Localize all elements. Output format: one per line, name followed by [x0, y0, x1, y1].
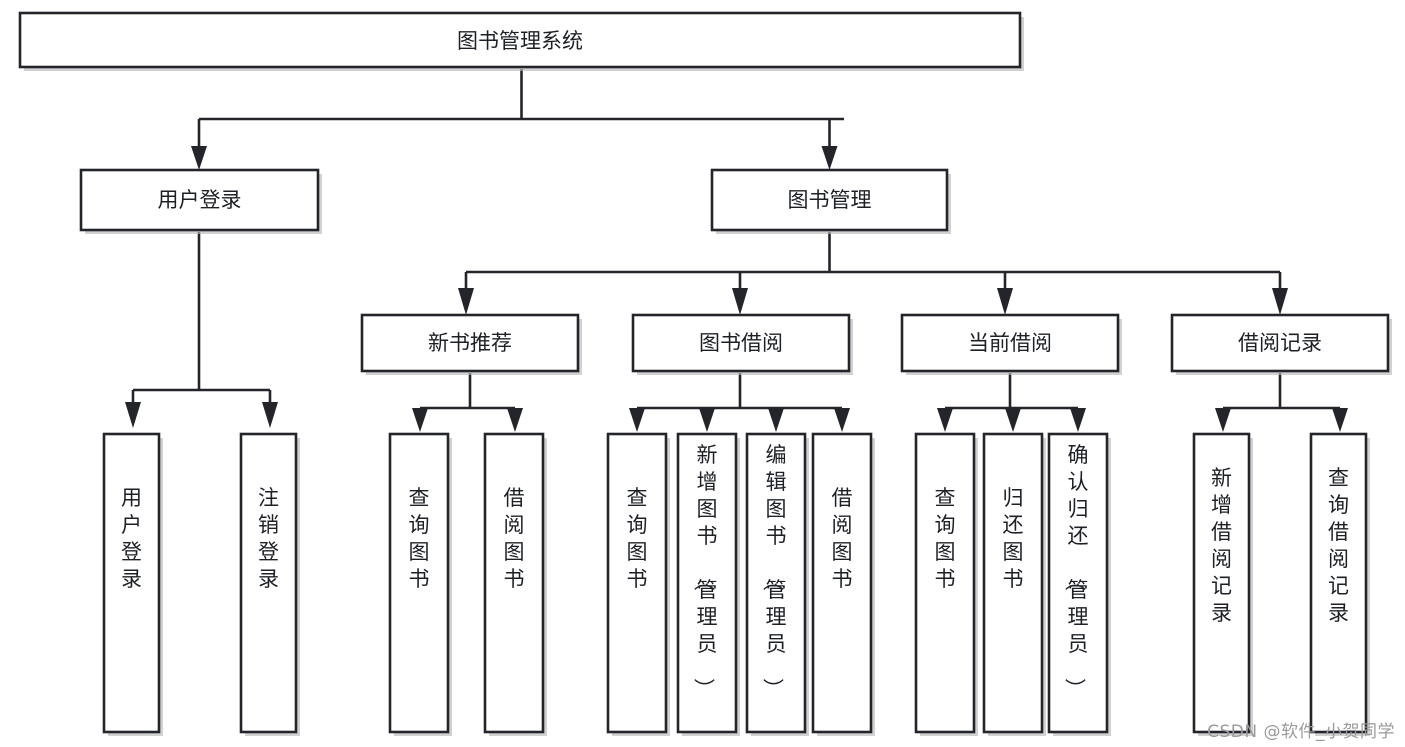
node-leaf-add-book[interactable]: 新增图书（管理员） — [676, 432, 740, 736]
leaf-query-book-3-label: 查询图书 — [935, 486, 956, 591]
node-leaf-user-login[interactable]: 用户登录 — [102, 432, 163, 736]
arrow-bookborrow-leaf-3 — [768, 408, 784, 432]
leaf-query-book-1-box[interactable] — [388, 432, 450, 734]
arrow-borrowrecord-leaf-2 — [1332, 408, 1348, 432]
leaf-logout-login-box[interactable] — [239, 432, 298, 734]
borrow-record-label: 借阅记录 — [1238, 331, 1322, 355]
arrow-currentborrow-leaf-2 — [1005, 408, 1021, 432]
node-new-book-recommend[interactable]: 新书推荐 — [360, 313, 582, 375]
connector-layer — [125, 69, 1348, 432]
arrow-borrowrecord-leaf-1 — [1215, 408, 1231, 432]
leaf-add-book-label: 新增图书（管理员） — [692, 443, 718, 699]
current-borrow-box[interactable] — [900, 313, 1120, 373]
arrow-root-to-user-login — [191, 146, 207, 170]
node-leaf-borrow-book-1[interactable]: 借阅图书 — [483, 432, 547, 736]
book-manage-label: 图书管理 — [788, 188, 872, 212]
root-label: 图书管理系统 — [457, 29, 583, 53]
leaf-query-book-2-box[interactable] — [606, 432, 668, 734]
csdn-watermark: CSDN @软件_小贺同学 — [1207, 722, 1395, 742]
leaf-borrow-book-1-label: 借阅图书 — [504, 486, 525, 591]
leaf-node-group: 用户登录 注销登录 查询图书 借阅图书 查询图书 — [102, 432, 1370, 736]
arrow-bm-to-book-borrow — [732, 288, 748, 315]
node-book-manage[interactable]: 图书管理 — [710, 168, 951, 234]
node-leaf-edit-book[interactable]: 编辑图书（管理员） — [745, 432, 809, 736]
node-current-borrow[interactable]: 当前借阅 — [900, 313, 1122, 375]
root-box[interactable] — [18, 11, 1022, 69]
node-leaf-add-record[interactable]: 新增借阅记录 — [1192, 432, 1253, 736]
arrow-user-login-leaf-1 — [125, 402, 141, 428]
leaf-confirm-return-label: 确认归还（管理员） — [1063, 443, 1089, 699]
leaf-borrow-book-2-label: 借阅图书 — [832, 486, 853, 591]
leaf-return-book-box[interactable] — [982, 432, 1044, 734]
node-user-login[interactable]: 用户登录 — [79, 168, 322, 234]
node-borrow-record[interactable]: 借阅记录 — [1170, 313, 1392, 375]
leaf-logout-login-label: 注销登录 — [258, 486, 279, 591]
node-leaf-logout-login[interactable]: 注销登录 — [239, 432, 300, 736]
arrow-root-to-book-manage — [821, 146, 838, 170]
new-book-recommend-label: 新书推荐 — [428, 331, 512, 355]
leaf-add-record-label: 新增借阅记录 — [1211, 466, 1232, 625]
node-leaf-confirm-return[interactable]: 确认归还（管理员） — [1047, 432, 1111, 736]
book-borrow-box[interactable] — [631, 313, 851, 373]
leaf-edit-book-label: 编辑图书（管理员） — [761, 443, 787, 699]
leaf-confirm-return-box[interactable] — [1047, 432, 1109, 734]
user-login-label: 用户登录 — [158, 188, 242, 212]
node-leaf-query-book-1[interactable]: 查询图书 — [388, 432, 452, 736]
leaf-query-book-1-label: 查询图书 — [409, 486, 430, 591]
leaf-query-book-3-box[interactable] — [914, 432, 976, 734]
arrow-bookborrow-leaf-1 — [629, 408, 645, 432]
user-login-box[interactable] — [79, 168, 320, 232]
node-leaf-query-record[interactable]: 查询借阅记录 — [1309, 432, 1370, 736]
current-borrow-label: 当前借阅 — [968, 331, 1052, 355]
book-manage-box[interactable] — [710, 168, 949, 232]
leaf-user-login-label: 用户登录 — [121, 486, 142, 591]
arrow-newbook-leaf-1 — [412, 408, 428, 432]
new-book-recommend-box[interactable] — [360, 313, 580, 373]
arrow-currentborrow-leaf-1 — [937, 408, 953, 432]
arrow-bookborrow-leaf-2 — [699, 408, 715, 432]
leaf-borrow-book-1-box[interactable] — [483, 432, 545, 734]
arrow-currentborrow-leaf-3 — [1070, 408, 1086, 432]
arrow-user-login-leaf-2 — [262, 402, 278, 428]
arrow-bm-to-current-borrow — [997, 288, 1013, 315]
node-leaf-return-book[interactable]: 归还图书 — [982, 432, 1046, 736]
node-leaf-query-book-3[interactable]: 查询图书 — [914, 432, 978, 736]
node-leaf-borrow-book-2[interactable]: 借阅图书 — [811, 432, 875, 736]
arrow-bookborrow-leaf-4 — [834, 408, 850, 432]
leaf-borrow-book-2-box[interactable] — [811, 432, 873, 734]
leaf-add-record-box[interactable] — [1192, 432, 1251, 734]
node-leaf-query-book-2[interactable]: 查询图书 — [606, 432, 670, 736]
leaf-edit-book-box[interactable] — [745, 432, 807, 734]
arrow-newbook-leaf-2 — [507, 408, 523, 432]
node-root[interactable]: 图书管理系统 — [18, 11, 1024, 71]
node-book-borrow[interactable]: 图书借阅 — [631, 313, 853, 375]
arrow-bm-to-new-book — [458, 288, 474, 315]
leaf-query-record-box[interactable] — [1309, 432, 1368, 734]
arrow-bm-to-borrow-record — [1272, 288, 1288, 315]
borrow-record-box[interactable] — [1170, 313, 1390, 373]
leaf-query-book-2-label: 查询图书 — [627, 486, 648, 591]
leaf-return-book-label: 归还图书 — [1003, 486, 1024, 591]
book-borrow-label: 图书借阅 — [699, 331, 783, 355]
leaf-add-book-box[interactable] — [676, 432, 738, 734]
leaf-user-login-box[interactable] — [102, 432, 161, 734]
leaf-query-record-label: 查询借阅记录 — [1328, 466, 1349, 625]
